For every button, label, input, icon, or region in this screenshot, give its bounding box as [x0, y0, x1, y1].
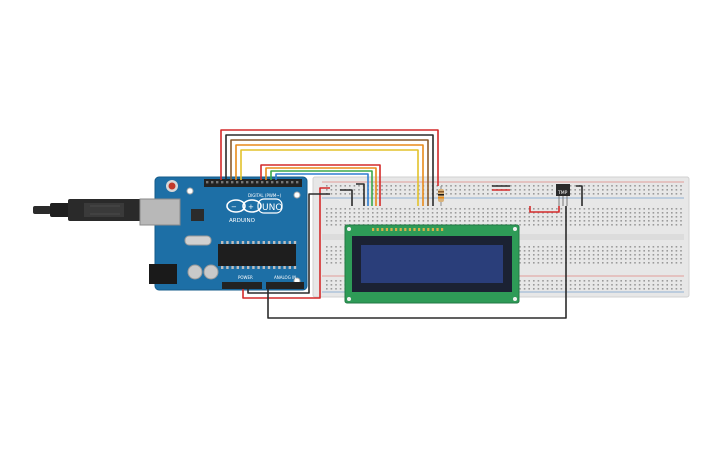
capacitor [187, 264, 203, 280]
wire-red-d5 [260, 164, 381, 206]
wire-blue-d2 [275, 173, 369, 206]
wire-black-vss [356, 183, 365, 206]
brand-label: ARDUINO [229, 218, 256, 224]
wire-black-ground-rail [247, 193, 330, 294]
power-header-label: POWER [238, 275, 253, 280]
wire-green-d3 [270, 170, 373, 206]
power-header [222, 282, 262, 289]
wire-black-sensor-gnd [267, 206, 567, 319]
svg-text:−: − [231, 203, 237, 211]
usb-cable [33, 199, 144, 221]
lcd-header-pins [372, 228, 444, 231]
svg-text:+: + [248, 203, 254, 211]
lcd-screen [361, 245, 503, 283]
wire-black-sensor-rail [576, 185, 583, 206]
wire-red-power-rail [242, 187, 330, 299]
analog-header [266, 282, 304, 289]
wire-black-rw [340, 189, 353, 206]
wire-orange-d4 [265, 167, 377, 206]
model-label: UNO [262, 203, 282, 213]
wires [220, 129, 583, 319]
usb-chip [191, 209, 204, 221]
wire-brown [230, 139, 429, 206]
capacitor [203, 264, 219, 280]
arduino-board: − + ARDUINO UNO DIGITAL (PWM~) POWER ANA… [139, 176, 308, 291]
lcd-display [344, 224, 520, 304]
resistor [438, 186, 444, 206]
wire-orange [235, 144, 424, 206]
dc-jack-icon [149, 264, 177, 284]
sensor-label: TMP [557, 190, 568, 196]
digital-header-label: DIGITAL (PWM~) [248, 193, 282, 198]
wire-red-5v [220, 129, 439, 186]
usb-port [139, 198, 181, 226]
crystal-oscillator [184, 235, 212, 246]
wire-yellow [240, 149, 419, 206]
chip-pins [221, 241, 297, 269]
temperature-sensor: TMP [556, 184, 570, 206]
arduino-logo: − + [226, 199, 262, 213]
analog-header-label: ANALOG IN [274, 275, 296, 280]
atmega-chip [218, 244, 296, 266]
wire-black-gnd [225, 134, 434, 206]
wire-red-sensor-vcc [529, 206, 560, 213]
